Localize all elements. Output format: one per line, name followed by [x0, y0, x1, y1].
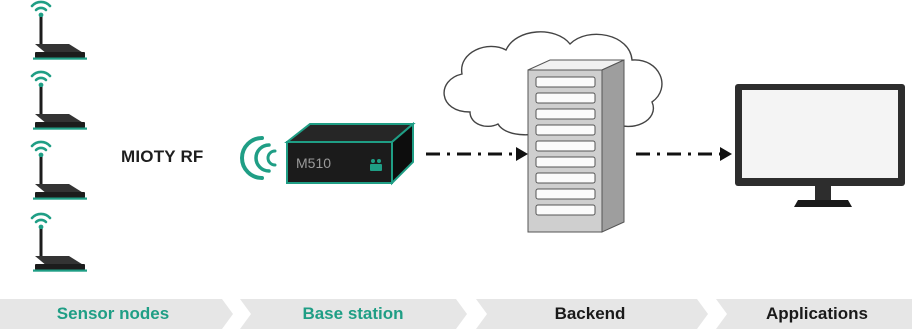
stage-label-sensor-nodes: Sensor nodes [56, 304, 170, 323]
radio-waves-icon [240, 136, 277, 180]
radio-protocol-label: MIOTY RF [121, 147, 204, 166]
data-flow-arrow [636, 147, 732, 161]
stage-chevron-base-station [240, 299, 467, 329]
stage-bar [0, 299, 912, 329]
stage-label-backend: Backend [554, 304, 626, 323]
stage-label-applications: Applications [765, 304, 868, 323]
sensor-node-icon [30, 70, 89, 131]
stage-chevron-sensor-nodes [0, 299, 233, 329]
base-station-icon [284, 121, 416, 186]
sensor-node-icon [30, 140, 89, 201]
stage-chevron-applications [716, 299, 912, 329]
sensor-node-icon [30, 0, 89, 62]
monitor-icon [735, 84, 905, 207]
base-station-model-label: M510 [296, 155, 331, 171]
data-flow-arrow [426, 147, 528, 161]
stage-chevron-backend [476, 299, 708, 329]
server-rack-icon [527, 59, 625, 233]
stage-label-base-station: Base station [302, 304, 404, 323]
sensor-node-icon [30, 212, 89, 274]
